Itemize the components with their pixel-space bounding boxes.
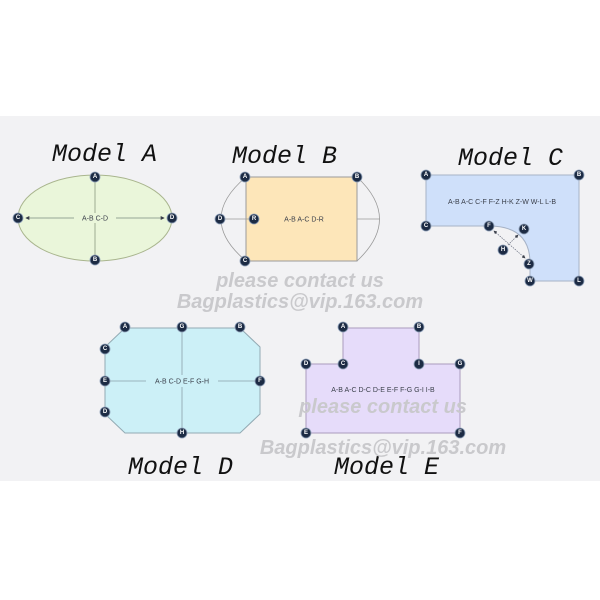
svg-text:H: H [501, 247, 505, 253]
model-b-title: Model B [232, 142, 337, 171]
svg-text:B: B [417, 324, 422, 330]
svg-text:A: A [123, 324, 128, 330]
svg-text:B: B [238, 324, 243, 330]
node-b: B [89, 254, 101, 266]
svg-text:E: E [304, 430, 308, 436]
svg-text:B: B [93, 257, 98, 263]
node-b: B [573, 169, 585, 181]
svg-text:C: C [103, 346, 108, 352]
svg-text:K: K [522, 226, 527, 232]
model-e: A-B A-C D-C D-E E-F F-G G-I I-B A B D C … [300, 321, 466, 482]
svg-text:D: D [218, 216, 223, 222]
node-a: A [239, 171, 251, 183]
node-g: G [176, 321, 188, 333]
svg-text:A: A [243, 174, 248, 180]
model-d-dimensions: A-B C-D E-F G-H [155, 379, 209, 386]
svg-text:G: G [180, 324, 185, 330]
node-d: D [300, 358, 312, 370]
node-b: B [413, 321, 425, 333]
svg-text:F: F [258, 378, 262, 384]
node-f: F [454, 427, 466, 439]
model-d-title: Model D [128, 453, 233, 482]
node-a: A [89, 171, 101, 183]
node-c: C [239, 255, 251, 267]
node-d: D [99, 406, 111, 418]
model-c-title: Model C [458, 144, 563, 173]
svg-text:W: W [527, 278, 533, 284]
watermark-line-1: please contact us [215, 270, 384, 292]
watermark-top: please contact us Bagplastics@vip.163.co… [177, 270, 423, 313]
node-c: C [420, 220, 432, 232]
svg-text:F: F [487, 223, 491, 229]
node-g: G [454, 358, 466, 370]
svg-text:B: B [355, 174, 360, 180]
svg-text:A: A [424, 172, 429, 178]
node-a: A [119, 321, 131, 333]
svg-text:L: L [577, 278, 581, 284]
svg-text:E: E [103, 378, 107, 384]
watermark-line-2: Bagplastics@vip.163.com [260, 437, 506, 459]
node-f: F [483, 220, 495, 232]
svg-text:B: B [577, 172, 582, 178]
node-d: D [214, 213, 226, 225]
model-e-title: Model E [334, 453, 440, 482]
svg-text:H: H [180, 430, 184, 436]
model-a-title: Model A [52, 140, 157, 169]
svg-text:R: R [252, 216, 257, 222]
node-c: C [337, 358, 349, 370]
model-c-shape [425, 174, 580, 282]
node-e: E [99, 375, 111, 387]
node-c: C [12, 212, 24, 224]
node-d: D [166, 212, 178, 224]
svg-text:Z: Z [527, 261, 531, 267]
node-h: H [497, 244, 509, 256]
watermark-bottom: please contact us Bagplastics@vip.163.co… [260, 396, 506, 459]
svg-text:A: A [341, 324, 346, 330]
node-e: E [300, 427, 312, 439]
svg-text:C: C [243, 258, 248, 264]
watermark-line-1: please contact us [298, 396, 467, 418]
model-e-dimensions: A-B A-C D-C D-E E-F F-G G-I I-B [331, 387, 435, 394]
svg-text:D: D [304, 361, 309, 367]
svg-text:D: D [170, 215, 175, 221]
model-a-dimensions: A-B C-D [82, 216, 108, 223]
node-a: A [337, 321, 349, 333]
model-c-hk-line [507, 234, 519, 246]
node-c: C [99, 343, 111, 355]
svg-text:C: C [16, 215, 21, 221]
model-b-dimensions: A-B A-C D-R [284, 217, 324, 224]
node-h: H [176, 427, 188, 439]
node-b: B [351, 171, 363, 183]
node-r: R [248, 213, 260, 225]
model-b: Model B A-B A-C D-R A B C D R [214, 142, 380, 267]
node-k: K [518, 223, 530, 235]
node-z: Z [523, 258, 535, 270]
model-d-shape [104, 327, 261, 434]
model-c-dimensions: A-B A-C C-F F-Z H-K Z-W W-L L-B [448, 199, 556, 206]
model-b-shape [245, 176, 358, 262]
svg-text:C: C [341, 361, 346, 367]
node-b: B [234, 321, 246, 333]
svg-text:F: F [458, 430, 462, 436]
node-f: F [254, 375, 266, 387]
model-a: Model A A-B C-D A B C D [12, 140, 178, 266]
model-c: Model C A-B A-C C-F F-Z H-K Z-W W-L L-B … [420, 144, 585, 287]
model-d: A-B C-D E-F G-H A G B C E F D H Model D [99, 321, 266, 482]
svg-text:G: G [458, 361, 463, 367]
model-c-fz-line [493, 230, 526, 259]
node-a: A [420, 169, 432, 181]
node-l: L [573, 275, 585, 287]
svg-text:I: I [418, 361, 420, 367]
watermark-line-2: Bagplastics@vip.163.com [177, 291, 423, 313]
node-w: W [524, 275, 536, 287]
svg-text:A: A [93, 174, 98, 180]
node-i: I [413, 358, 425, 370]
svg-text:D: D [103, 409, 108, 415]
svg-text:C: C [424, 223, 429, 229]
